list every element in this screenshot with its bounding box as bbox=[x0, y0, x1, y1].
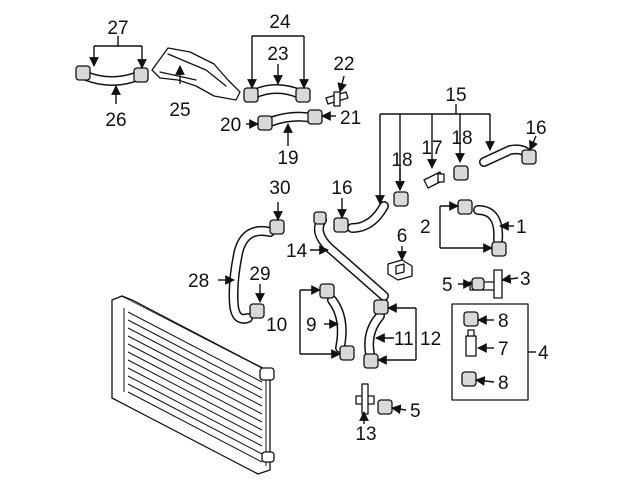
callout-16-right: 16 bbox=[525, 118, 546, 139]
pipe-14 bbox=[313, 211, 389, 301]
fitting-22 bbox=[325, 91, 349, 107]
callout-17: 17 bbox=[421, 138, 442, 159]
callout-7: 7 bbox=[498, 339, 509, 360]
hose-1-assembly bbox=[457, 199, 507, 257]
callout-10: 10 bbox=[266, 315, 287, 336]
callout-13: 13 bbox=[355, 424, 376, 445]
callout-24: 24 bbox=[269, 12, 291, 33]
radiator bbox=[111, 295, 275, 475]
callout-28: 28 bbox=[188, 271, 209, 292]
callout-2: 2 bbox=[420, 217, 431, 238]
callout-20: 20 bbox=[220, 115, 241, 136]
clamp-18-left bbox=[393, 191, 409, 207]
callout-15: 15 bbox=[445, 85, 466, 106]
callout-27: 27 bbox=[107, 18, 128, 39]
callout-29: 29 bbox=[249, 264, 270, 285]
callout-18-left: 18 bbox=[391, 150, 412, 171]
clamp-16-mid bbox=[333, 217, 349, 233]
bleeder-7 bbox=[465, 329, 477, 357]
callout-8-bottom: 8 bbox=[498, 373, 509, 394]
hose-9-assembly bbox=[319, 283, 355, 361]
hose-26-assembly bbox=[75, 65, 149, 86]
callout-21: 21 bbox=[340, 108, 361, 129]
callout-8-top: 8 bbox=[498, 311, 509, 332]
callout-18-right: 18 bbox=[451, 128, 472, 149]
clamp-8-bottom bbox=[461, 371, 477, 387]
callout-25: 25 bbox=[169, 100, 190, 121]
callout-30: 30 bbox=[269, 178, 290, 199]
callout-22: 22 bbox=[333, 54, 354, 75]
hose-19-assembly bbox=[257, 109, 323, 131]
callout-5-bottom: 5 bbox=[410, 401, 421, 422]
callout-19: 19 bbox=[277, 148, 298, 169]
callout-6: 6 bbox=[397, 226, 408, 247]
callout-12: 12 bbox=[420, 329, 441, 350]
clamp-18-right bbox=[453, 165, 469, 181]
callout-4: 4 bbox=[538, 343, 549, 364]
connector-3 bbox=[469, 269, 503, 299]
hose-15-left bbox=[347, 201, 389, 233]
callout-5-right: 5 bbox=[442, 275, 453, 296]
clamp-8-top bbox=[463, 311, 479, 327]
hose-15 bbox=[479, 144, 537, 167]
bracket-6 bbox=[387, 259, 413, 281]
callout-16-mid: 16 bbox=[331, 178, 352, 199]
callout-14: 14 bbox=[286, 241, 308, 262]
hose-11-assembly bbox=[363, 299, 389, 369]
callout-3: 3 bbox=[520, 269, 531, 290]
hose-23-assembly bbox=[243, 84, 311, 103]
bleeder-17 bbox=[423, 171, 445, 189]
callout-23: 23 bbox=[267, 44, 288, 65]
connector-13 bbox=[355, 383, 393, 415]
callout-9: 9 bbox=[306, 315, 317, 336]
callout-11: 11 bbox=[394, 329, 414, 350]
callout-26: 26 bbox=[105, 110, 126, 131]
callout-1: 1 bbox=[516, 217, 527, 238]
heat-shield-25 bbox=[151, 47, 241, 101]
